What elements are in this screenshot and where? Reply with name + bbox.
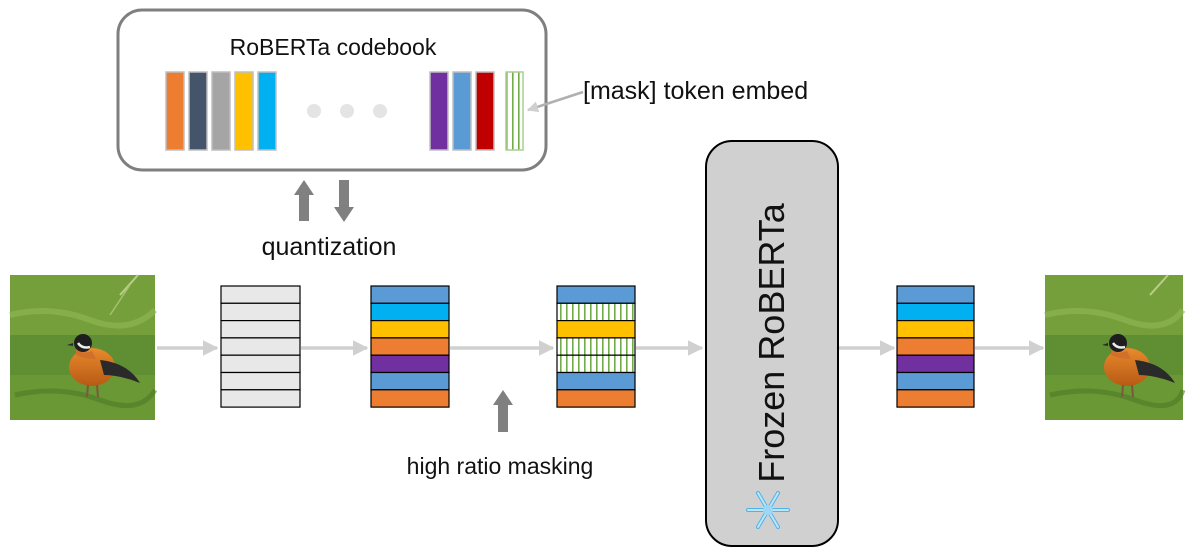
mask-token-pointer (526, 90, 584, 113)
predicted-token-4 (896, 354, 975, 374)
codebook-embedding-right-0 (429, 71, 449, 151)
quantized-token-4 (370, 354, 450, 374)
arrow-up-icon (294, 180, 314, 221)
frozen-model-label: Frozen RoBERTa (751, 202, 792, 482)
arrow-down-icon (334, 180, 354, 222)
masked-token-2 (556, 320, 636, 339)
quantized-token-1 (370, 302, 450, 322)
mask-token-label: [mask] token embed (583, 77, 808, 105)
codebook-embedding-left-2 (211, 71, 231, 151)
patch-token-5 (220, 371, 301, 391)
codebook-embedding-left-1 (188, 71, 208, 151)
codebook-embeddings-left (165, 71, 277, 151)
patch-token-1 (220, 302, 301, 322)
patch-token-4 (220, 354, 301, 374)
patch-token-2 (220, 320, 301, 339)
quantization-arrows (294, 180, 354, 222)
patch-tokens (220, 285, 301, 408)
output-image (1044, 274, 1186, 420)
codebook-embedding-left-0 (165, 71, 185, 151)
input-image (9, 274, 158, 420)
masked-token-3 (556, 337, 636, 356)
roberta-codebook: RoBERTa codebook (116, 8, 548, 172)
codebook-ellipsis (307, 104, 387, 118)
patch-token-3 (220, 337, 301, 356)
quantized-token-3 (370, 337, 450, 356)
quantized-token-0 (370, 285, 450, 304)
codebook-embeddings-right (429, 71, 495, 151)
codebook-embedding-right-1 (452, 71, 472, 151)
snowflake-icon (746, 491, 790, 529)
masked-token-4 (556, 354, 636, 374)
predicted-token-5 (896, 371, 975, 391)
quantized-token-6 (370, 389, 450, 408)
patch-token-6 (220, 389, 301, 408)
predicted-tokens (896, 285, 975, 408)
masked-token-0 (556, 285, 636, 304)
codebook-title: RoBERTa codebook (230, 34, 437, 60)
predicted-token-1 (896, 302, 975, 322)
frozen-roberta-block: Frozen RoBERTa (705, 140, 839, 547)
quantized-token-5 (370, 371, 450, 391)
codebook-embedding-right-2 (475, 71, 495, 151)
predicted-token-6 (896, 389, 975, 408)
codebook-embedding-left-4 (257, 71, 277, 151)
patch-token-0 (220, 285, 301, 304)
quantized-tokens (370, 285, 450, 408)
quantized-token-2 (370, 320, 450, 339)
predicted-token-2 (896, 320, 975, 339)
masked-tokens (556, 285, 636, 408)
predicted-token-0 (896, 285, 975, 304)
masking-label: high ratio masking (407, 453, 594, 479)
quantization-label: quantization (262, 233, 397, 261)
mask-token-embedding (505, 71, 524, 151)
predicted-token-3 (896, 337, 975, 356)
codebook-embedding-left-3 (234, 71, 254, 151)
masked-token-1 (556, 302, 636, 322)
arrow-up-icon (493, 390, 513, 432)
masked-token-5 (556, 371, 636, 391)
masked-token-6 (556, 389, 636, 408)
